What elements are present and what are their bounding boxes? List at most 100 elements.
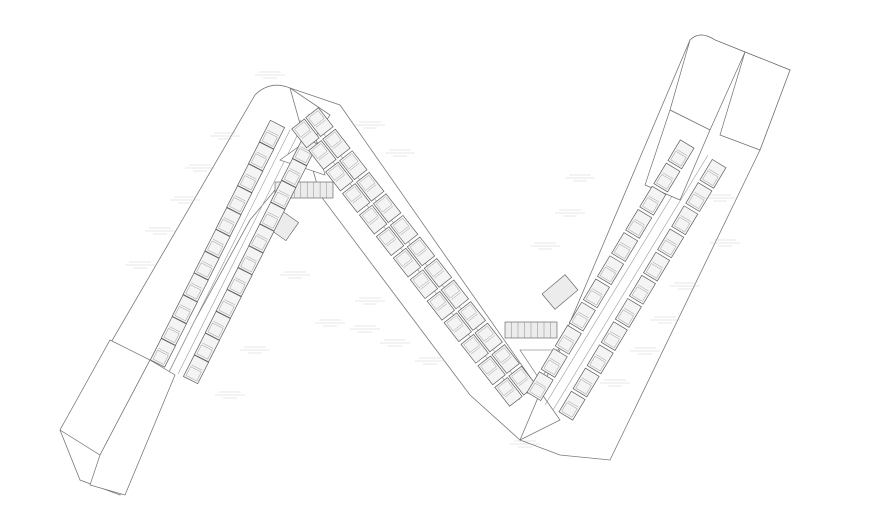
unit-callout: [555, 209, 585, 217]
apartment-unit: [540, 348, 568, 378]
apartment-unit: [215, 289, 242, 319]
apartment-unit: [526, 371, 554, 402]
unit-callout: [510, 440, 540, 448]
apartment-unit: [477, 355, 506, 386]
apartment-unit: [568, 301, 596, 332]
parking-bay-right-1: [669, 34, 746, 131]
apartment-unit: [248, 141, 275, 172]
apartment-units: [149, 107, 727, 421]
unit-callout: [600, 379, 630, 387]
apartment-unit: [248, 223, 275, 254]
apartment-unit: [270, 180, 297, 210]
apartment-unit: [614, 298, 642, 328]
unit-callout: [210, 132, 240, 140]
unit-callout: [315, 319, 345, 327]
apartment-unit: [226, 267, 253, 297]
apartment-unit: [258, 119, 286, 150]
apartment-unit: [409, 269, 439, 300]
apartment-unit: [237, 163, 264, 194]
unit-callout: [355, 297, 385, 305]
apartment-unit: [204, 228, 231, 259]
apartment-unit: [586, 344, 614, 375]
apartment-unit: [171, 294, 198, 324]
unit-callouts: [125, 71, 740, 448]
apartment-unit: [572, 367, 600, 398]
stair-core-4: [541, 274, 579, 310]
apartment-unit: [494, 377, 523, 407]
apartment-unit: [193, 250, 220, 281]
unit-callout: [255, 71, 285, 79]
apartment-unit: [389, 214, 419, 245]
unit-callout: [565, 174, 595, 182]
apartment-unit: [322, 128, 351, 159]
parking-bay-right-2: [719, 51, 791, 151]
unit-callout: [530, 242, 560, 250]
apartment-unit: [291, 118, 320, 149]
apartment-unit: [554, 324, 582, 355]
apartment-unit: [440, 279, 470, 310]
apartment-unit: [423, 258, 453, 288]
unit-callout: [350, 325, 380, 333]
apartment-unit: [342, 183, 371, 213]
apartment-unit: [372, 193, 402, 224]
apartment-unit: [558, 390, 586, 421]
unit-callout: [215, 391, 245, 399]
apartment-unit: [643, 251, 671, 282]
apartment-unit: [182, 272, 209, 303]
apartment-unit: [600, 321, 628, 352]
apartment-unit: [474, 322, 503, 353]
unit-callout: [355, 121, 385, 129]
apartment-unit: [358, 204, 388, 235]
apartment-unit: [392, 247, 422, 278]
apartment-unit: [597, 255, 625, 286]
apartment-unit: [226, 185, 253, 215]
apartment-unit: [356, 171, 385, 202]
apartment-unit: [457, 301, 486, 331]
unit-callout: [280, 271, 310, 279]
apartment-unit: [667, 139, 695, 170]
apartment-unit: [491, 344, 520, 374]
apartment-unit: [611, 232, 639, 262]
apartment-unit: [628, 274, 656, 305]
apartment-unit: [339, 150, 368, 181]
apartment-unit: [259, 201, 286, 232]
unit-callout: [240, 346, 270, 354]
apartment-unit: [699, 158, 727, 189]
unit-callout: [185, 164, 215, 172]
apartment-unit: [657, 228, 685, 259]
apartment-unit: [375, 226, 405, 256]
unit-callout: [710, 239, 740, 247]
unit-callout: [385, 149, 415, 157]
unit-callout: [125, 261, 155, 269]
apartment-unit: [160, 316, 187, 346]
apartment-unit: [305, 107, 334, 137]
apartment-unit: [237, 245, 264, 276]
apartment-unit: [625, 208, 653, 239]
unit-callout: [630, 347, 660, 355]
apartment-unit: [215, 207, 242, 237]
unit-callout: [380, 339, 410, 347]
apartment-unit: [193, 332, 220, 363]
parking-bay-left-2: [89, 359, 176, 496]
unit-callout: [705, 194, 735, 202]
unit-callout: [145, 227, 175, 235]
unit-callout: [650, 316, 680, 324]
apartment-unit: [308, 140, 337, 170]
unit-callout: [415, 357, 445, 365]
apartment-unit: [460, 333, 489, 364]
apartment-unit: [281, 158, 308, 188]
apartment-unit: [639, 185, 667, 216]
apartment-unit: [325, 161, 354, 192]
apartment-unit: [204, 310, 231, 341]
unit-callout: [670, 282, 700, 290]
parking-bays: [59, 34, 791, 496]
unit-callout: [170, 196, 200, 204]
apartment-unit: [443, 312, 472, 343]
apartment-unit: [653, 162, 681, 193]
apartment-unit: [582, 278, 610, 309]
apartment-unit: [406, 236, 436, 267]
apartment-unit: [149, 338, 176, 368]
apartment-unit: [182, 354, 210, 385]
